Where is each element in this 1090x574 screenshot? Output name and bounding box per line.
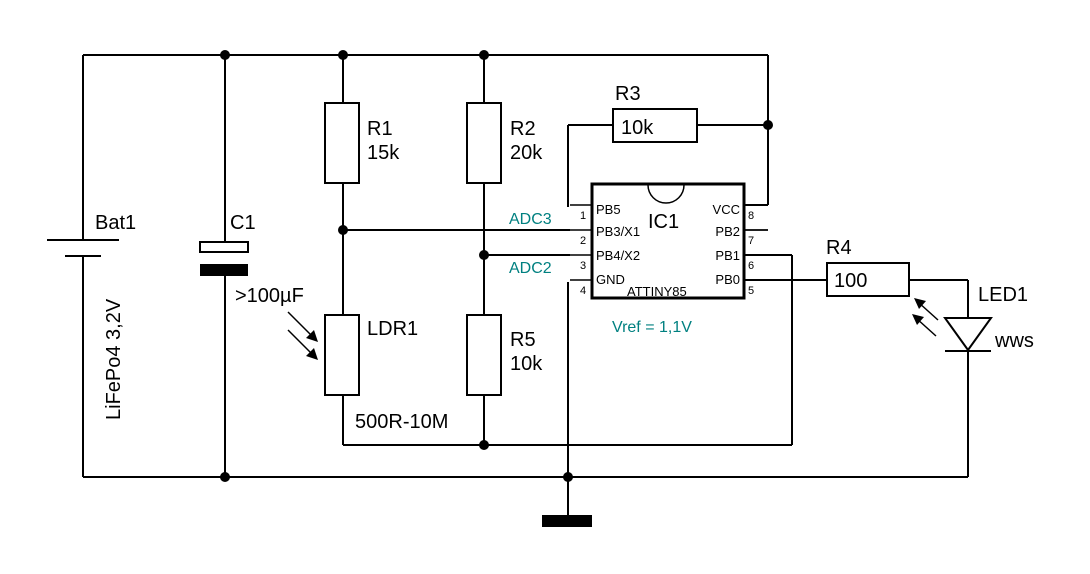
- ic-pin-number: 1: [580, 210, 586, 222]
- ic-pin-number: 5: [748, 285, 754, 297]
- ic-type: ATTINY85: [627, 284, 687, 299]
- ic-pin-label: PB5: [596, 202, 621, 217]
- annotations: ADC3 ADC2 Vref = 1,1V: [509, 211, 692, 336]
- resistor-body: [826, 262, 910, 297]
- ic-pin-number: 2: [580, 235, 586, 247]
- junction-dot: [338, 50, 348, 60]
- led-name: LED1: [978, 284, 1028, 306]
- capacitor-c1: C1 >100µF: [199, 212, 304, 307]
- ic-pin-label: PB0: [715, 272, 740, 287]
- resistor-body: [466, 102, 502, 184]
- capacitor-value: >100µF: [235, 285, 304, 307]
- resistor-r5: R5 10k: [466, 314, 543, 396]
- resistor-name: R5: [510, 329, 536, 351]
- adc3-label: ADC3: [509, 211, 552, 228]
- resistor-r2: R2 20k: [466, 102, 543, 184]
- led-triangle: [943, 317, 993, 352]
- ldr-name: LDR1: [367, 318, 418, 340]
- junction-dot: [220, 50, 230, 60]
- resistor-value: 10k: [510, 353, 543, 375]
- ic-pin-number: 3: [580, 260, 586, 272]
- junction-dot: [338, 225, 348, 235]
- resistor-r4: R4 100: [826, 237, 910, 297]
- ic-name: IC1: [648, 211, 679, 233]
- led-led1: LED1 wws: [912, 284, 1034, 352]
- resistor-name: R3: [615, 83, 641, 105]
- junctions: [220, 50, 773, 482]
- resistor-name: R1: [367, 118, 393, 140]
- ic-pin-label: PB3/X1: [596, 224, 640, 239]
- ic-pin-number: 4: [580, 285, 586, 297]
- resistor-name: R4: [826, 237, 852, 259]
- led-value: wws: [994, 330, 1034, 352]
- capacitor-plate-negative: [200, 264, 248, 276]
- junction-dot: [220, 472, 230, 482]
- ic-pin-number: 8: [748, 210, 754, 222]
- resistor-value: 100: [834, 270, 867, 292]
- light-emission-arrows-icon: [912, 298, 939, 337]
- junction-dot: [563, 472, 573, 482]
- junction-dot: [763, 120, 773, 130]
- resistor-value: 10k: [621, 117, 654, 139]
- capacitor-plate-positive: [199, 241, 249, 253]
- resistor-body: [612, 108, 698, 143]
- ic-pin-number: 7: [748, 235, 754, 247]
- ldr-body: [324, 314, 360, 396]
- resistor-value: 20k: [510, 142, 543, 164]
- ic-pin-label: PB2: [715, 224, 740, 239]
- ic-notch: [647, 184, 685, 204]
- ldr-ldr1: LDR1 500R-10M: [287, 311, 448, 433]
- battery-name: Bat1: [95, 212, 136, 234]
- resistor-r1: R1 15k: [324, 102, 400, 184]
- capacitor-name: C1: [230, 212, 256, 234]
- battery-value: LiFePo4 3,2V: [103, 298, 125, 420]
- ic-pin-label: GND: [596, 272, 625, 287]
- resistor-name: R2: [510, 118, 536, 140]
- ic-pin-label: VCC: [713, 202, 740, 217]
- ground-symbol: [542, 515, 592, 527]
- ic-pin-label: PB1: [715, 248, 740, 263]
- junction-dot: [479, 440, 489, 450]
- ic-pin-number: 6: [748, 260, 754, 272]
- light-arrows-icon: [287, 311, 318, 360]
- resistor-body: [466, 314, 502, 396]
- ldr-value: 500R-10M: [355, 411, 448, 433]
- ic-pin-label: PB4/X2: [596, 248, 640, 263]
- wires: [82, 54, 969, 518]
- junction-dot: [479, 50, 489, 60]
- adc2-label: ADC2: [509, 260, 552, 277]
- battery-bat1: Bat1 LiFePo4 3,2V: [47, 212, 136, 420]
- ic-ic1: 1 2 3 4 PB5 PB3/X1 PB4/X2 GND 8 7 6 5 VC…: [570, 182, 768, 300]
- resistor-value: 15k: [367, 142, 400, 164]
- vref-label: Vref = 1,1V: [612, 319, 692, 336]
- resistor-body: [324, 102, 360, 184]
- resistor-r3: R3 10k: [612, 83, 698, 143]
- junction-dot: [479, 250, 489, 260]
